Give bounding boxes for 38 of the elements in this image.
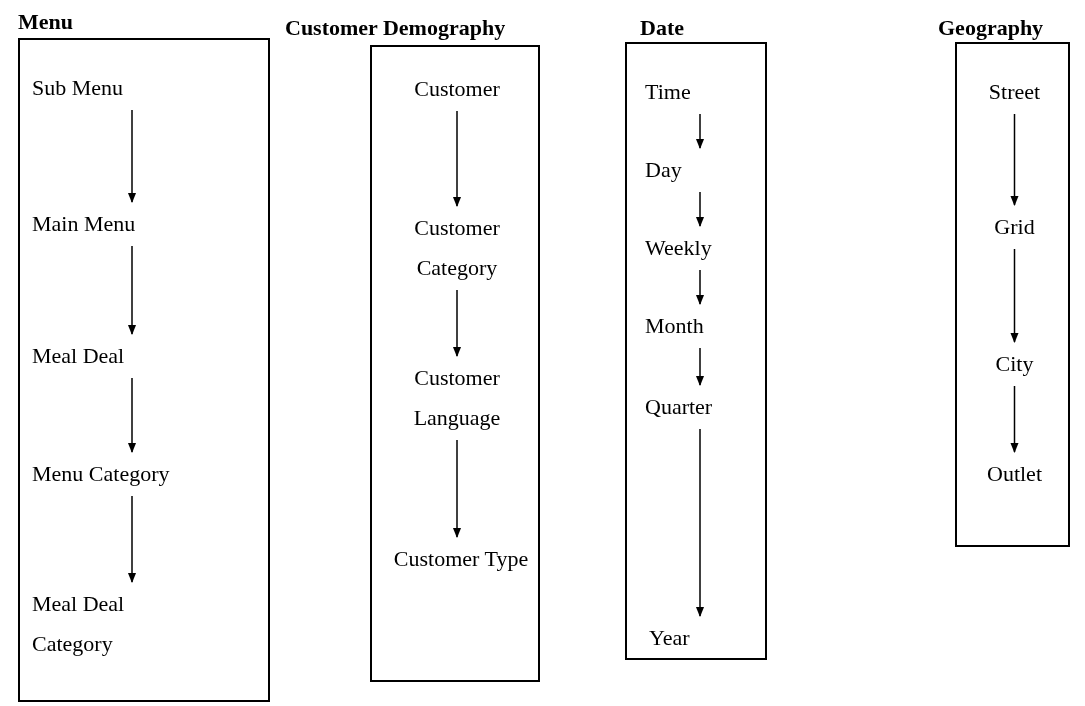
level-label: Customer Type [388,539,534,579]
level-label: Day [645,150,755,190]
level-label: Meal Deal Category [32,584,162,664]
arrow [1010,248,1019,344]
level-label: Time [645,72,755,112]
level-label: Quarter [645,387,755,427]
arrow [1010,385,1019,454]
level-label: Month [645,306,755,346]
arrow [127,109,137,204]
level-label: Grid [962,207,1067,247]
arrow [695,347,705,387]
arrow [452,289,462,358]
group-title: Customer Demography [285,14,506,42]
level-label: Meal Deal [32,336,232,376]
arrow [452,439,462,539]
level-label: Street [962,72,1067,112]
level-label: Customer Language [384,358,530,438]
group-title: Geography [938,14,1044,42]
level-label: Outlet [962,454,1067,494]
arrow [1010,113,1019,207]
arrow [695,191,705,228]
level-label: Customer Category [384,208,530,288]
level-label: City [962,344,1067,384]
arrow [127,495,137,584]
arrow [695,428,705,618]
arrow [127,245,137,336]
level-label: Customer [384,69,530,109]
level-label: Sub Menu [32,68,232,108]
group-title: Date [640,14,684,42]
arrow [127,377,137,454]
level-label: Main Menu [32,204,232,244]
arrow [695,113,705,150]
group-title: Menu [18,8,73,36]
arrow [695,269,705,306]
level-label: Menu Category [32,454,232,494]
level-label: Year [649,618,759,658]
level-label: Weekly [645,228,755,268]
arrow [452,110,462,208]
